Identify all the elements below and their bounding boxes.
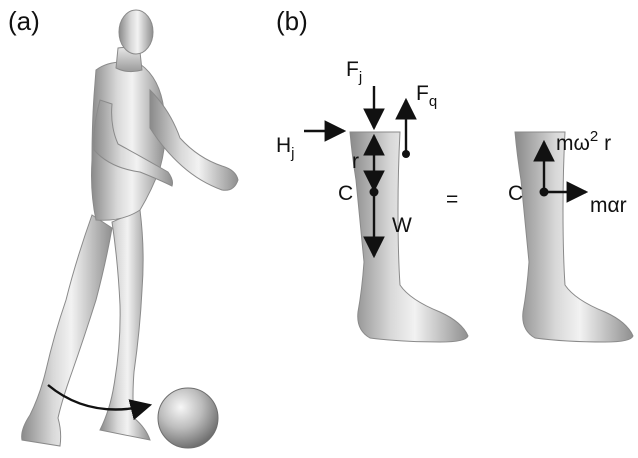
force-fj-label: Fj (346, 58, 362, 86)
human-figure (21, 9, 239, 447)
center-of-mass-right (539, 187, 549, 197)
equals-sign: = (446, 188, 458, 211)
radius-label: r (352, 150, 359, 173)
force-hj-label: Hj (276, 134, 295, 162)
swing-arrow (47, 384, 153, 421)
centripetal-label: mω2 r (556, 128, 611, 155)
center-label-right: C (508, 182, 523, 205)
ball (157, 387, 219, 449)
weight-label: W (392, 214, 412, 237)
tangential-label: mαr (590, 194, 627, 217)
panel-a-label: (a) (8, 6, 40, 36)
center-of-mass-left (369, 187, 379, 197)
panel-b-label: (b) (276, 6, 308, 36)
shank-free-body-right (514, 131, 634, 343)
center-label-left: C (338, 182, 353, 205)
force-fq-label: Fq (416, 82, 437, 110)
shank-free-body-left (349, 131, 469, 343)
